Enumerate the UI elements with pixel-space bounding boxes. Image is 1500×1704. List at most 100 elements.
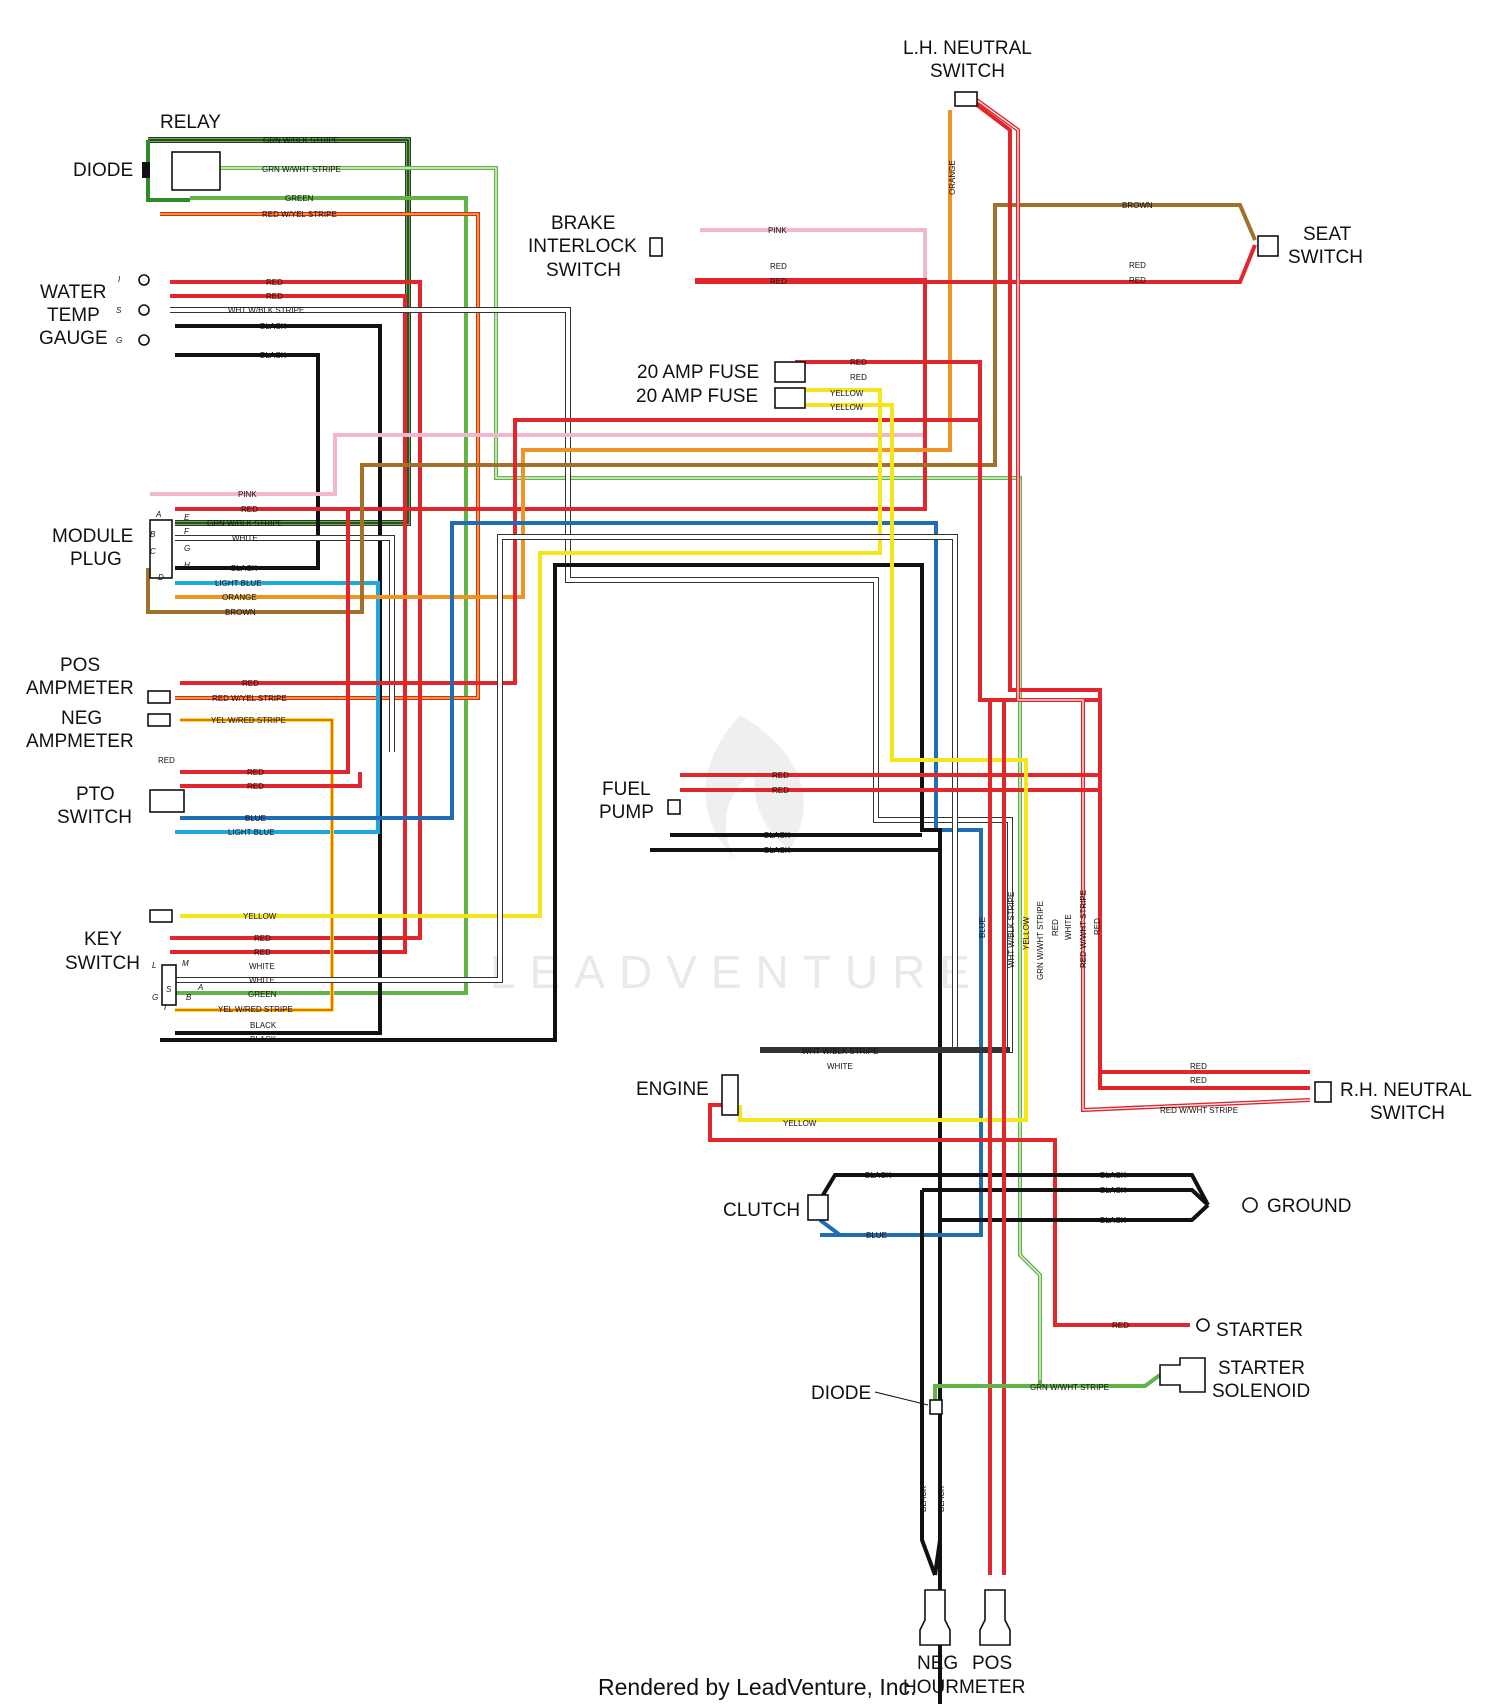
rh-neutral-body bbox=[1314, 1081, 1332, 1103]
pin-mod-a: A bbox=[155, 510, 161, 519]
wire-grn-blk-relay-stripe bbox=[148, 139, 409, 524]
wl-eng-wht-blk: WHT W/BLK STRIPE bbox=[802, 1047, 878, 1056]
wl-clutch-blue: BLUE bbox=[866, 1231, 887, 1240]
pin-key-g: G bbox=[152, 993, 158, 1002]
pin-mod-g: G bbox=[184, 544, 190, 553]
wl-hm-black-2: BLACK bbox=[937, 1485, 946, 1512]
clutch-body bbox=[807, 1194, 829, 1221]
brake-switch-body bbox=[649, 237, 663, 257]
wire-brown-module bbox=[146, 203, 1257, 614]
watermark: LEADVENTURE bbox=[490, 715, 984, 998]
wl-key-white-2: WHITE bbox=[249, 976, 275, 985]
fuse-2-body bbox=[774, 387, 806, 409]
wl-gauge-black-1: BLACK bbox=[260, 322, 287, 331]
wl-pto-red-1: RED bbox=[158, 756, 175, 765]
label-solenoid-1: STARTER bbox=[1218, 1358, 1305, 1379]
label-module-plug-2: PLUG bbox=[70, 549, 122, 570]
label-diode-lower: DIODE bbox=[811, 1383, 871, 1404]
wl-key-yel-red: YEL W/RED STRIPE bbox=[218, 1005, 293, 1014]
relay-body bbox=[171, 151, 221, 191]
pin-key-a: A bbox=[197, 983, 203, 992]
pin-key-l: L bbox=[152, 961, 156, 970]
wl-rh-red-1: RED bbox=[1190, 1062, 1207, 1071]
wire-blue-clutch bbox=[818, 1218, 981, 1237]
wire-red-pto-2 bbox=[180, 772, 362, 788]
wl-v-red-wht: RED W/WHT STRIPE bbox=[1079, 890, 1088, 968]
wl-pump-black-2: BLACK bbox=[764, 846, 791, 855]
wl-pto-light-blue: LIGHT BLUE bbox=[228, 828, 275, 837]
pto-switch-body bbox=[149, 789, 185, 813]
footer-credit: Rendered by LeadVenture, Inc. bbox=[598, 1674, 916, 1700]
wl-gauge-wht-blk: WHT W/BLK STRIPE bbox=[228, 306, 304, 315]
ground-terminal bbox=[1242, 1197, 1258, 1213]
pin-labels: I S G A B C D E F G H L M G S B A I bbox=[116, 275, 203, 1012]
wl-gnd-black-3: BLACK bbox=[1100, 1216, 1127, 1225]
wl-fuse-red-2: RED bbox=[850, 373, 867, 382]
wl-gauge-black-2: BLACK bbox=[260, 351, 287, 360]
label-lh-neutral-1: L.H. NEUTRAL bbox=[903, 38, 1032, 59]
wl-mod-orange: ORANGE bbox=[222, 593, 257, 602]
wl-pto-red-2: RED bbox=[247, 768, 264, 777]
wl-v-red-2: RED bbox=[1093, 918, 1102, 935]
wl-hm-black-1: BLACK bbox=[919, 1485, 928, 1512]
wl-key-black-2: BLACK bbox=[250, 1035, 277, 1044]
wire-black-hourmeter-2 bbox=[933, 1240, 942, 1576]
relay-diode bbox=[142, 162, 150, 178]
wire-red-gauge-1 bbox=[170, 280, 422, 940]
lh-neutral-body bbox=[954, 91, 978, 107]
wl-rh-red-wht: RED W/WHT STRIPE bbox=[1160, 1106, 1238, 1115]
label-fuel-pump-2: PUMP bbox=[599, 802, 654, 823]
wl-v-grn-wht: GRN W/WHT STRIPE bbox=[1036, 901, 1045, 980]
wl-v-white: WHITE bbox=[1064, 914, 1073, 940]
label-starter: STARTER bbox=[1216, 1320, 1303, 1341]
wl-seat-red-2: RED bbox=[1129, 276, 1146, 285]
wires bbox=[146, 96, 1311, 1704]
wl-relay-grn-wht: GRN W/WHT STRIPE bbox=[262, 165, 341, 174]
wire-red-yel-relay-stripe bbox=[160, 213, 479, 699]
seat-switch-body bbox=[1257, 235, 1279, 257]
fuel-pump-body bbox=[667, 799, 681, 815]
wl-gnd-black-1: BLACK bbox=[1100, 1171, 1127, 1180]
wl-clutch-black: BLACK bbox=[865, 1171, 892, 1180]
label-diode-relay: DIODE bbox=[73, 160, 133, 181]
wire-red-lh-neutral bbox=[966, 96, 1310, 1090]
label-neg: NEG bbox=[917, 1653, 958, 1674]
label-lh-neutral-2: SWITCH bbox=[930, 61, 1005, 82]
gauge-i-terminal bbox=[138, 274, 150, 286]
hourmeter-pos-terminal bbox=[979, 1589, 1011, 1646]
wl-brake-pink: PINK bbox=[768, 226, 787, 235]
wl-v-red-1: RED bbox=[1051, 919, 1060, 936]
wl-eng-yellow: YELLOW bbox=[783, 1119, 817, 1128]
wl-mod-grn-blk: GRN W/BLK STRIPE bbox=[207, 519, 283, 528]
wire-yel-red-neg-ammeter-stripe bbox=[175, 719, 333, 1011]
key-yellow-terminal bbox=[149, 909, 173, 923]
label-pos-ammeter-2: AMPMETER bbox=[26, 678, 134, 699]
label-neg-ammeter-1: NEG bbox=[61, 708, 102, 729]
wl-v-blue: BLUE bbox=[978, 917, 987, 938]
wl-mod-white: WHITE bbox=[232, 534, 258, 543]
label-pos: POS bbox=[972, 1653, 1012, 1674]
wire-red-fuse bbox=[795, 360, 982, 420]
wl-pump-red-1: RED bbox=[772, 771, 789, 780]
label-water-temp-2: TEMP bbox=[47, 305, 100, 326]
pin-key-b: B bbox=[186, 993, 192, 1002]
wire-black-key-2 bbox=[160, 563, 942, 1704]
watermark-text: LEADVENTURE bbox=[490, 946, 984, 998]
gauge-s-terminal bbox=[138, 304, 150, 316]
pin-gauge-g: G bbox=[116, 336, 122, 345]
wl-pto-red-3: RED bbox=[247, 782, 264, 791]
label-neg-ammeter-2: AMPMETER bbox=[26, 731, 134, 752]
label-pos-ammeter-1: POS bbox=[60, 655, 100, 676]
wire-black-hourmeter-1 bbox=[920, 1190, 937, 1576]
wire-black-ground-3 bbox=[940, 1203, 1210, 1222]
wl-key-black-1: BLACK bbox=[250, 1021, 277, 1030]
wl-mod-black: BLACK bbox=[231, 564, 258, 573]
wl-pump-red-2: RED bbox=[772, 786, 789, 795]
label-relay: RELAY bbox=[160, 112, 221, 133]
key-switch-body bbox=[161, 964, 177, 1006]
label-fuel-pump-1: FUEL bbox=[602, 779, 651, 800]
watermark-flame-icon bbox=[705, 715, 804, 860]
wire-red-engine bbox=[708, 1103, 1190, 1327]
wl-key-green: GREEN bbox=[248, 990, 277, 999]
